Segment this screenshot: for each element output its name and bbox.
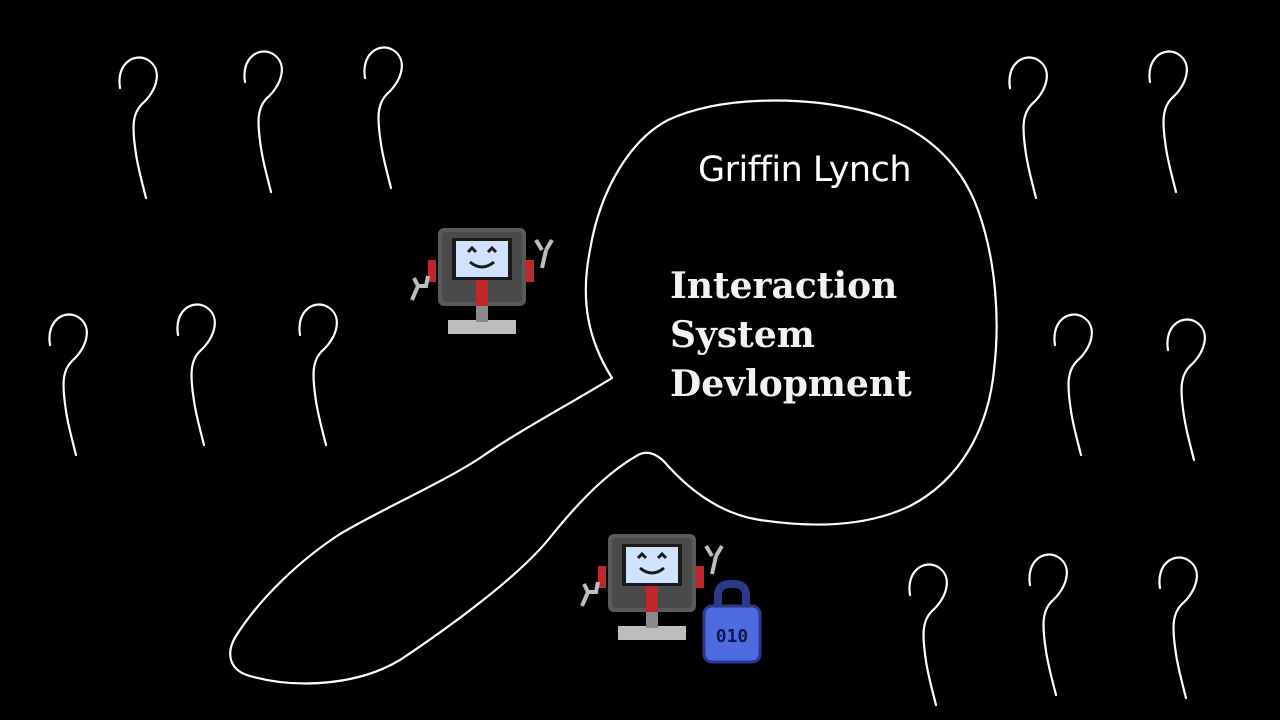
slide-title: Interaction System Devlopment [670, 262, 912, 409]
question-mark-icon [1148, 50, 1188, 194]
question-mark-icon [363, 46, 403, 190]
question-mark-icon [176, 303, 216, 447]
robot-icon [410, 226, 554, 336]
title-line-3: Devlopment [670, 363, 912, 405]
question-mark-icon [48, 313, 88, 457]
question-mark-icon [243, 50, 283, 194]
padlock-icon: 010 [702, 580, 762, 664]
question-mark-icon [1166, 318, 1206, 462]
question-mark-icon [298, 303, 338, 447]
author-name: Griffin Lynch [698, 150, 912, 190]
question-mark-icon [1008, 56, 1048, 200]
title-line-2: System [670, 314, 815, 356]
title-line-1: Interaction [670, 265, 898, 307]
question-mark-icon [118, 56, 158, 200]
question-mark-icon [1158, 556, 1198, 700]
question-mark-icon [1028, 553, 1068, 697]
question-mark-icon [908, 563, 948, 707]
question-mark-icon [1053, 313, 1093, 457]
padlock-code: 010 [716, 626, 749, 647]
magnifying-glass-outline [229, 99, 998, 685]
robot-icon [580, 532, 724, 642]
